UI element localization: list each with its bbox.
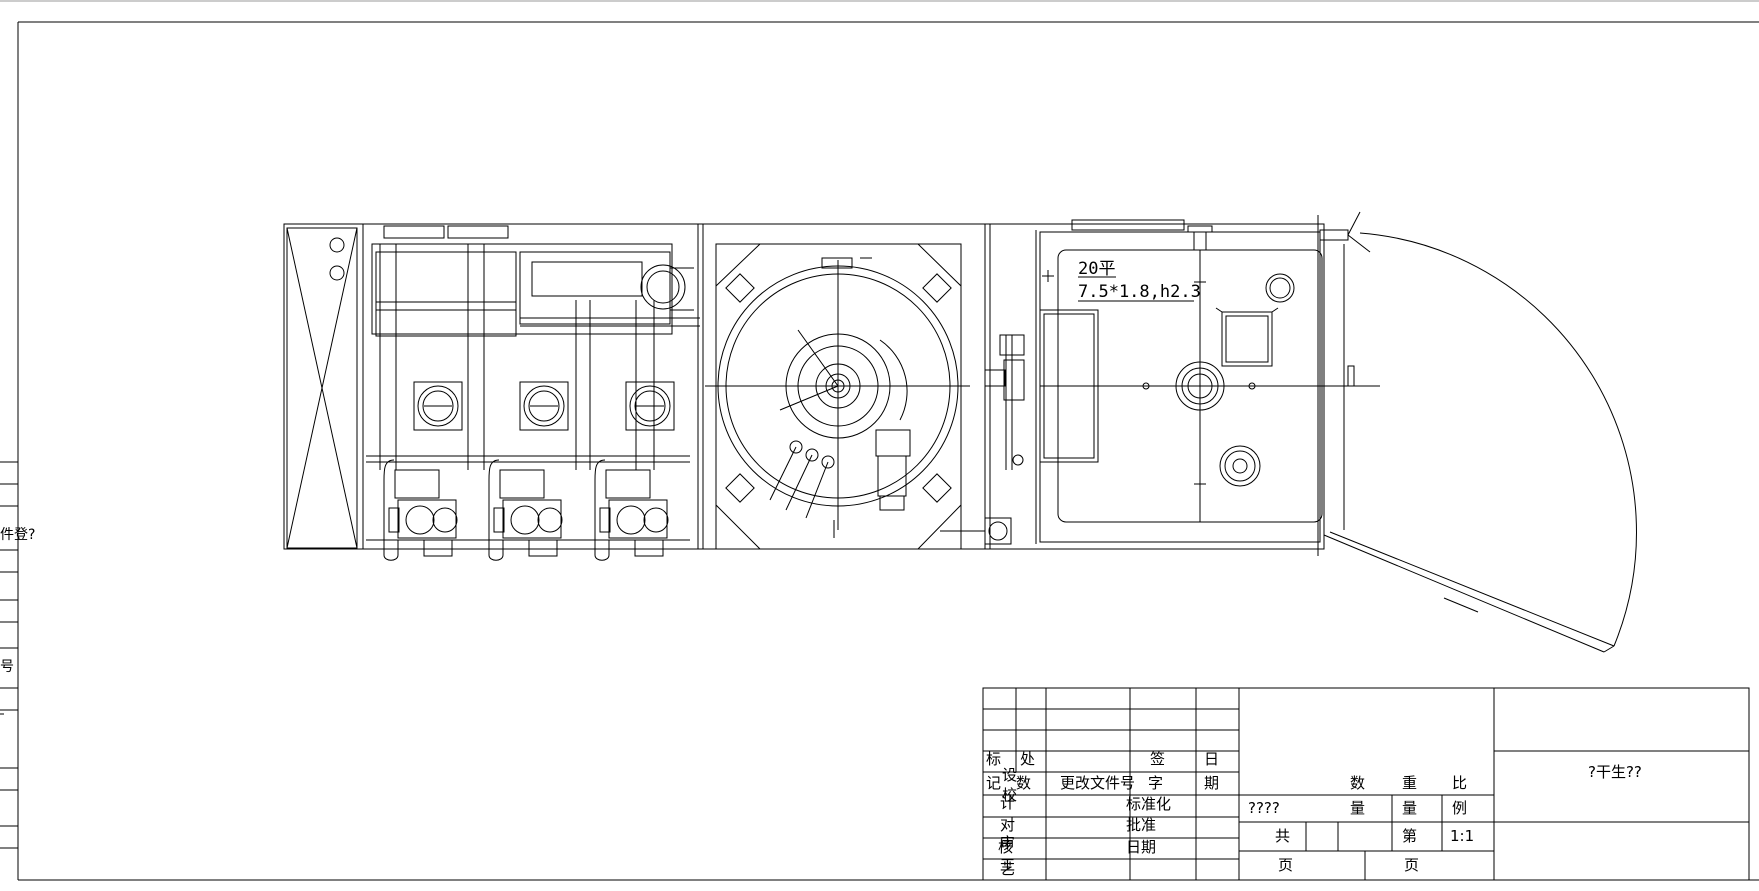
pump-section xyxy=(366,225,700,561)
left-margin-table xyxy=(0,461,18,849)
header-ratio-bottom: 例 xyxy=(1452,799,1468,817)
role-design: 设 xyxy=(1002,766,1018,784)
header-mark: 标 xyxy=(986,750,1002,768)
scale-value: 1:1 xyxy=(1450,827,1475,845)
header-location: 处 xyxy=(1020,750,1036,768)
header-weight-top: 重 xyxy=(1402,774,1418,792)
title-block-grid xyxy=(982,687,1750,881)
col-date: 日期 xyxy=(1126,838,1157,856)
drying-chamber xyxy=(1039,211,1637,653)
col-standardize: 标准化 xyxy=(1126,795,1172,813)
header-change-doc: 更改文件号 xyxy=(1060,774,1136,792)
vessel-section xyxy=(705,243,970,550)
gauge-1 xyxy=(413,381,463,431)
header-date-top: 日 xyxy=(1204,750,1220,768)
role-approve: 核 xyxy=(998,838,1014,856)
header-record: 记 xyxy=(986,774,1002,792)
crossed-panel xyxy=(286,227,358,549)
chamber-dimension-label: 7.5*1.8,h2.3 xyxy=(1078,282,1201,302)
chamber-area-label: 20平 xyxy=(1078,259,1116,279)
role-proofread: 对 xyxy=(1000,816,1016,834)
header-quantity-bottom: 量 xyxy=(1350,799,1366,817)
role-review: 审 xyxy=(1000,834,1016,852)
left-margin-label-1: 件登? xyxy=(0,527,36,543)
pump-3 xyxy=(594,459,669,561)
gauge-2 xyxy=(519,381,569,431)
header-quantity-top: 数 xyxy=(1350,774,1366,792)
header-count: 数 xyxy=(1016,774,1032,792)
header-char: 字 xyxy=(1148,774,1164,792)
header-weight-bottom: 量 xyxy=(1402,799,1418,817)
left-margin-label-2: 号 xyxy=(0,659,14,675)
pages-label: 页 xyxy=(1278,856,1294,874)
header-date-bottom: 期 xyxy=(1204,774,1220,792)
role-drafting: 计 xyxy=(1000,794,1016,812)
total-label: 共 xyxy=(1275,827,1291,845)
col-batch: 批准 xyxy=(1126,816,1157,834)
page-no-label: 第 xyxy=(1402,827,1418,845)
page-label: 页 xyxy=(1404,856,1420,874)
role-process: 工 xyxy=(1000,856,1016,874)
valve-cluster xyxy=(940,334,1025,545)
pump-1 xyxy=(383,459,458,561)
header-signature: 签 xyxy=(1150,750,1166,768)
role-art: 艺 xyxy=(1000,860,1016,878)
material-value: ???? xyxy=(1248,799,1280,817)
role-check: 校 xyxy=(1002,786,1018,804)
pump-2 xyxy=(488,459,563,561)
title-block-title: ?干生?? xyxy=(1588,763,1642,781)
gauge-3 xyxy=(625,381,675,431)
header-ratio-top: 比 xyxy=(1452,774,1468,792)
door-swing-arc xyxy=(1359,232,1637,647)
